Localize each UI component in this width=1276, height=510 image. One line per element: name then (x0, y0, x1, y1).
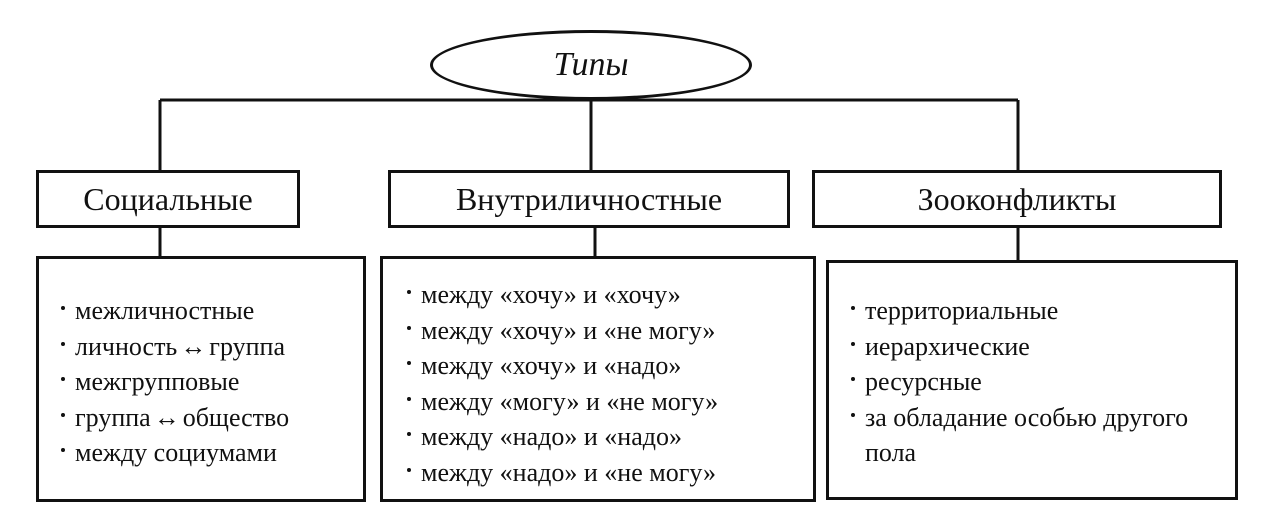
root-node-label: Типы (553, 46, 629, 83)
category-social-label: Социальные (83, 180, 253, 217)
list-item: между «хочу» и «не могу» (405, 313, 813, 349)
panel-zoo: территориальные иерархические ресурсные … (826, 260, 1238, 500)
panel-intrapersonal: между «хочу» и «хочу» между «хочу» и «не… (380, 256, 816, 502)
list-item: за обладание особью другого пола (849, 400, 1195, 471)
list-item: ресурсные (849, 364, 1235, 400)
list-item: межличностные (59, 293, 363, 329)
category-social: Социальные (36, 170, 300, 228)
list-item: между «хочу» и «хочу» (405, 277, 813, 313)
list-item: межгрупповые (59, 364, 363, 400)
root-node-types: Типы (430, 30, 752, 100)
list-item: между «надо» и «надо» (405, 419, 813, 455)
bidirectional-arrow-icon: ↔ (153, 402, 180, 432)
list-item: иерархические (849, 329, 1235, 365)
list-item: личность↔группа (59, 329, 363, 365)
category-zoo: Зооконфликты (812, 170, 1222, 228)
list-item: между «могу» и «не могу» (405, 384, 813, 420)
list-item: между социумами (59, 435, 363, 471)
list-item: территориальные (849, 293, 1235, 329)
list-item: группа↔общество (59, 400, 363, 436)
category-zoo-label: Зооконфликты (917, 180, 1117, 217)
list-item: между «хочу» и «надо» (405, 348, 813, 384)
panel-social: межличностные личность↔группа межгруппов… (36, 256, 366, 502)
category-intrapersonal-label: Внутриличностные (455, 180, 723, 217)
bidirectional-arrow-icon: ↔ (180, 331, 207, 361)
category-intrapersonal: Внутриличностные (388, 170, 790, 228)
list-item: между «надо» и «не могу» (405, 455, 813, 491)
